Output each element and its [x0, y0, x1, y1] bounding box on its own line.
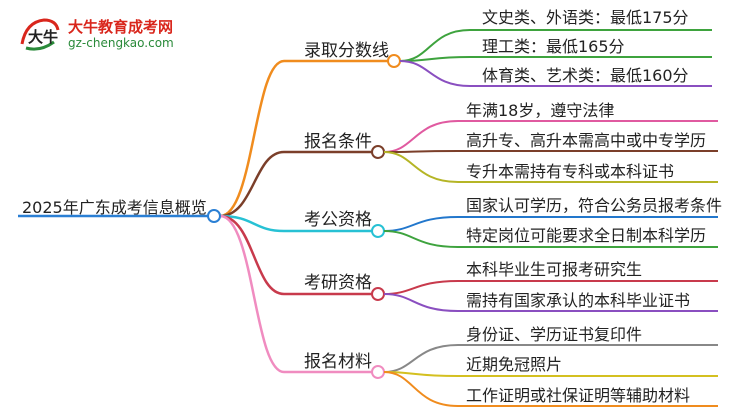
leaf-label: 体育类、艺术类：最低160分 [482, 66, 689, 85]
leaf-label: 国家认可学历，符合公务员报考条件 [466, 196, 723, 215]
branch-node [371, 145, 385, 159]
leaf-label: 特定岗位可能要求全日制本科学历 [466, 226, 707, 245]
leaf-label: 工作证明或社保证明等辅助材料 [466, 386, 691, 405]
branch-to-leaf-connector [383, 371, 718, 407]
root-node [207, 209, 221, 223]
leaf-label: 需持有国家承认的本科毕业证书 [466, 291, 691, 310]
branch-label-civil-service: 考公资格 [304, 210, 372, 230]
leaf-label: 年满18岁，遵守法律 [466, 101, 615, 120]
branch-label-admission-scores: 录取分数线 [304, 41, 389, 61]
branch-label-requirements: 报名条件 [304, 132, 372, 152]
leaf-label: 专升本需持有专科或本科证书 [466, 162, 675, 181]
root-to-branch-connector [219, 150, 372, 218]
branch-to-leaf-connector [383, 120, 718, 153]
root-to-branch-connector [219, 214, 372, 296]
branch-node [387, 54, 401, 68]
leaf-label: 近期免冠照片 [466, 355, 563, 374]
root-to-branch-connector [219, 214, 372, 374]
leaf-label: 本科毕业生可报考研究生 [466, 260, 643, 279]
branch-node [371, 365, 385, 379]
branch-to-leaf-connector [383, 150, 718, 153]
root-label: 2025年广东成考信息概览 [22, 198, 207, 217]
branch-label-materials: 报名材料 [304, 352, 372, 372]
branch-to-leaf-connector [399, 29, 712, 62]
logo: 大牛 [16, 14, 62, 54]
svg-text:大牛: 大牛 [28, 28, 58, 46]
branch-label-postgraduate: 考研资格 [304, 273, 372, 293]
leaf-label: 高升专、高升本需高中或中专学历 [466, 131, 707, 150]
branch-to-leaf-connector [383, 151, 718, 183]
leaf-label: 身份证、学历证书复印件 [466, 325, 643, 344]
branch-to-leaf-connector [399, 56, 712, 62]
branch-to-leaf-connector [383, 230, 718, 248]
branch-to-leaf-connector [383, 293, 718, 312]
leaf-label: 理工类：最低165分 [482, 37, 625, 56]
branch-node [371, 287, 385, 301]
brand-name: 大牛教育成考网 [68, 18, 174, 36]
branch-node [371, 224, 385, 238]
root-to-branch-connector [219, 214, 372, 233]
branch-to-leaf-connector [383, 280, 718, 295]
branch-to-leaf-connector [383, 371, 718, 377]
branch-to-leaf-connector [383, 344, 718, 373]
leaf-label: 文史类、外语类：最低175分 [482, 8, 689, 27]
root-to-branch-connector [219, 59, 388, 218]
branch-to-leaf-connector [399, 60, 712, 87]
logo-icon: 大牛 [20, 18, 60, 51]
brand-url: gz-chengkao.com [68, 36, 174, 50]
branch-to-leaf-connector [383, 216, 718, 232]
